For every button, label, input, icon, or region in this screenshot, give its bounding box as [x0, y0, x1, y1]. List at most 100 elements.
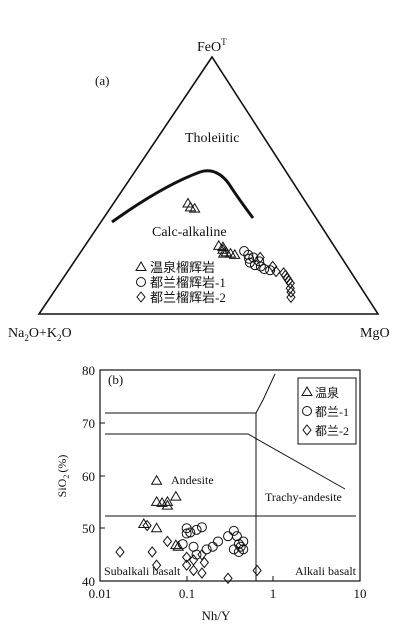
- ternary-data-points: [182, 197, 296, 304]
- circle-data-point: [238, 544, 249, 555]
- boundary-alkaline-upper: [255, 373, 276, 414]
- diamond-marker-icon: [302, 424, 312, 436]
- field-label-tholeiitic: Tholeiitic: [185, 131, 239, 146]
- boundary-dacite-lower: [105, 412, 257, 581]
- y-axis-label: SiO2(%): [55, 455, 71, 498]
- ternary-legend-item-2: 都兰榴辉岩-1: [136, 275, 226, 290]
- triangle-marker-icon: [135, 261, 147, 271]
- field-label-trachy-andesite: Trachy-andesite: [265, 490, 342, 504]
- diamond-data-point: [188, 554, 199, 566]
- y-tick-label: 40: [82, 574, 95, 589]
- ternary-legend: 温泉榴辉岩 都兰榴辉岩-1 都兰榴辉岩-2: [135, 260, 226, 305]
- ternary-panel: (a) FeOT Na2O+K2O MgO Tholeiitic Calc-al…: [8, 37, 390, 343]
- ternary-legend-label-3: 都兰榴辉岩-2: [150, 290, 226, 305]
- ternary-triangle: [37, 55, 380, 315]
- scatter-legend-label-3: 都兰-2: [315, 424, 349, 438]
- circle-data-point: [231, 531, 242, 542]
- triangle-marker-icon: [301, 386, 313, 396]
- diamond-data-point: [115, 546, 125, 558]
- triangle-data-point: [161, 499, 174, 510]
- circle-data-point: [259, 264, 270, 275]
- diamond-data-point: [223, 572, 233, 585]
- field-label-calc-alkaline: Calc-alkaline: [152, 225, 227, 240]
- field-label-alkali-basalt: Alkali basalt: [295, 564, 357, 578]
- vertex-left-label: Na2O+K2O: [8, 326, 72, 343]
- boundary-andesite-trachyandesite: [105, 433, 346, 490]
- triangle-data-point: [150, 495, 163, 506]
- diamond-data-point: [147, 546, 157, 558]
- triangle-data-point: [150, 522, 163, 533]
- x-tick-label: 1: [270, 586, 277, 601]
- ternary-panel-label: (a): [95, 73, 109, 88]
- circle-data-point: [191, 524, 202, 535]
- diamond-data-point: [197, 567, 207, 579]
- scatter-legend-item-3: 都兰-2: [302, 424, 349, 438]
- scatter-legend-item-1: 温泉: [301, 386, 339, 400]
- field-label-subalkali-basalt: Subalkali basalt: [104, 564, 181, 578]
- circle-data-point: [196, 522, 207, 533]
- x-axis: 0.01 0.1 1 10 Nh/Y: [89, 576, 367, 623]
- x-tick-label: 10: [354, 586, 367, 601]
- ternary-legend-item-1: 温泉榴辉岩: [135, 260, 215, 275]
- diamond-data-point: [182, 559, 192, 571]
- circle-marker-icon: [302, 406, 312, 416]
- circle-data-point: [244, 253, 255, 264]
- field-label-andesite: Andesite: [171, 473, 214, 487]
- circle-data-point: [213, 536, 224, 547]
- scatter-panel-label: (b): [108, 372, 123, 387]
- y-tick-label: 50: [82, 521, 95, 536]
- triangle-data-point: [172, 540, 185, 551]
- triangle-data-point: [137, 518, 150, 529]
- circle-data-point: [201, 544, 212, 555]
- field-boundaries: [105, 373, 356, 581]
- scatter-data-points: [115, 474, 262, 585]
- x-tick-label: 0.01: [89, 586, 112, 601]
- diamond-data-point: [252, 564, 262, 577]
- diamond-data-point: [142, 519, 152, 532]
- y-axis: 80 70 60 50 40 SiO2(%): [55, 363, 105, 589]
- x-tick-label: 0.1: [179, 586, 195, 601]
- triangle-data-point: [188, 202, 201, 213]
- diamond-data-point: [188, 564, 199, 577]
- triangle-data-point: [217, 247, 230, 258]
- y-tick-label: 70: [82, 416, 95, 431]
- triangle-data-point: [150, 474, 163, 485]
- ternary-legend-item-3: 都兰榴辉岩-2: [136, 290, 226, 305]
- circle-data-point: [238, 536, 249, 547]
- scatter-legend-label-2: 都兰-1: [315, 405, 349, 419]
- y-tick-label: 60: [82, 469, 95, 484]
- diamond-data-point: [162, 535, 173, 548]
- circle-data-point: [223, 531, 234, 542]
- scatter-panel: 80 70 60 50 40 SiO2(%) 0.01 0.1 1 10 Nh/…: [55, 363, 367, 623]
- circle-data-point: [235, 541, 246, 552]
- circle-data-point: [265, 265, 276, 276]
- circle-data-point: [244, 257, 255, 268]
- triangle-data-point: [228, 248, 241, 259]
- diamond-marker-icon: [136, 291, 146, 303]
- diamond-data-point: [197, 548, 207, 561]
- diamond-data-point: [271, 265, 281, 278]
- scatter-legend-label-1: 温泉: [315, 386, 339, 400]
- diamond-data-point: [151, 559, 162, 571]
- ternary-legend-label-1: 温泉榴辉岩: [150, 260, 215, 275]
- triangle-data-point: [161, 495, 174, 506]
- vertex-top-label: FeOT: [197, 37, 227, 55]
- circle-data-point: [207, 541, 218, 552]
- circle-data-point: [243, 249, 254, 260]
- y-tick-label: 80: [82, 363, 95, 378]
- triangle-data-point: [169, 490, 182, 501]
- circle-data-point: [254, 256, 265, 267]
- ternary-legend-label-2: 都兰榴辉岩-1: [150, 275, 226, 290]
- diamond-data-point: [286, 291, 296, 304]
- scatter-legend: 温泉 都兰-1 都兰-2: [297, 377, 357, 445]
- circle-data-point: [177, 539, 188, 550]
- circle-data-point: [185, 527, 196, 538]
- diamond-data-point: [199, 556, 209, 569]
- tholeiitic-calc-alkaline-boundary: [111, 169, 255, 224]
- diamond-data-point: [182, 551, 192, 564]
- circle-marker-icon: [136, 277, 146, 287]
- x-axis-label: Nh/Y: [202, 608, 232, 623]
- vertex-right-label: MgO: [360, 326, 390, 341]
- scatter-legend-item-2: 都兰-1: [302, 405, 349, 419]
